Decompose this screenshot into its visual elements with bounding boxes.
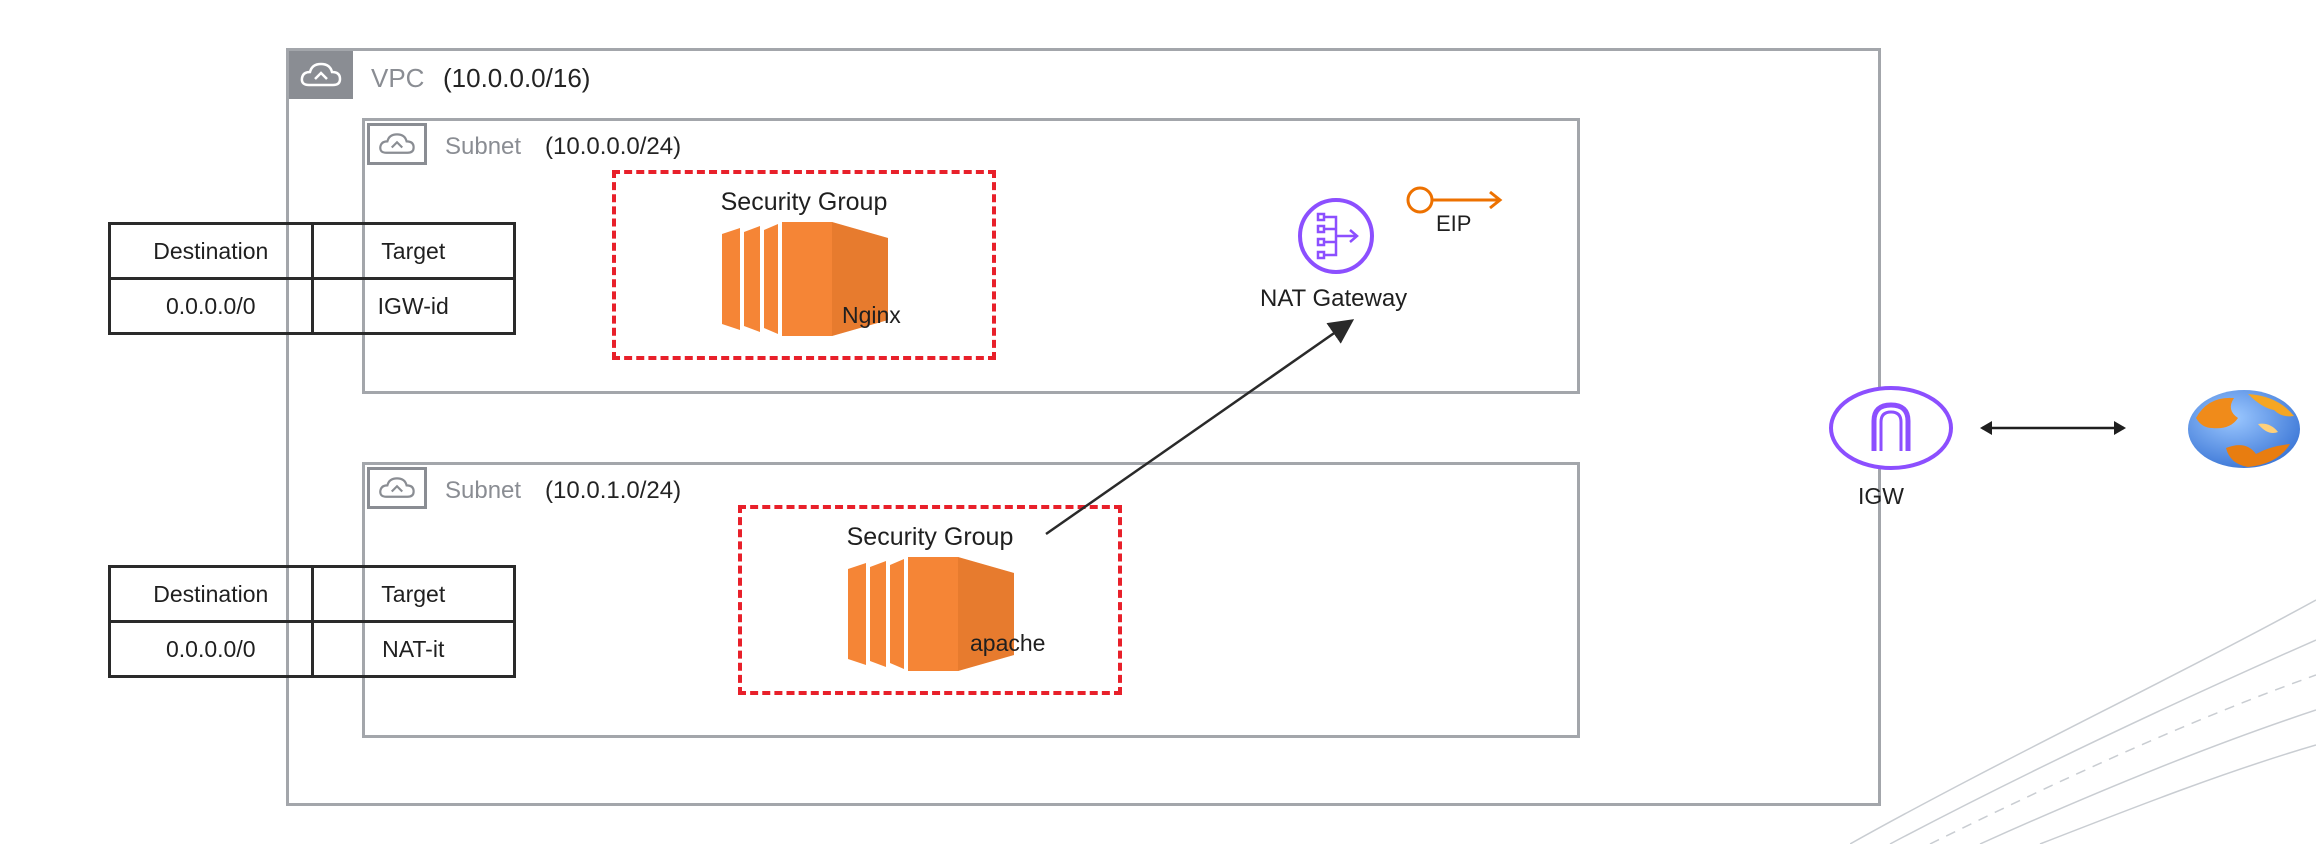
subnet-1-cidr: (10.0.0.0/24) — [545, 133, 682, 160]
decorative-curves — [1850, 599, 2316, 844]
route-table-2: Destination Target 0.0.0.0/0 NAT-it — [108, 565, 516, 678]
eip-label: EIP — [1436, 211, 1472, 236]
subnet-2-badge — [367, 467, 427, 509]
vpc-badge — [289, 51, 353, 99]
nginx-label: Nginx — [842, 302, 901, 328]
igw-label: IGW — [1858, 483, 1904, 509]
security-group-1-title: Security Group — [720, 188, 888, 216]
route-table-1-destination: 0.0.0.0/0 — [108, 277, 314, 335]
subnet-1-label: Subnet — [445, 133, 522, 160]
route-table-2-destination: 0.0.0.0/0 — [108, 620, 314, 678]
cloud-icon — [379, 133, 415, 154]
route-table-1-target: IGW-id — [310, 277, 516, 335]
nat-gateway-label: NAT Gateway — [1260, 285, 1408, 312]
vpc-label: VPC — [371, 63, 425, 93]
security-group-1: Security Group — [612, 170, 996, 360]
route-table-1-header-target: Target — [310, 222, 516, 280]
cloud-icon — [379, 477, 415, 498]
nat-gateway-icon — [1298, 198, 1374, 274]
route-table-1: Destination Target 0.0.0.0/0 IGW-id — [108, 222, 516, 335]
elastic-ip-icon — [1406, 186, 1503, 214]
ec2-instance-icon — [722, 222, 888, 336]
connector-arrow-to-nat — [1045, 319, 1355, 536]
connector-igw-internet — [1980, 421, 2126, 435]
vpc-cidr: (10.0.0.0/16) — [443, 63, 591, 93]
internet-gateway-icon — [1829, 386, 1953, 470]
subnet-2-label: Subnet — [445, 477, 522, 504]
subnet-1-badge — [367, 123, 427, 165]
route-table-1-header-destination: Destination — [108, 222, 314, 280]
route-table-2-header-destination: Destination — [108, 565, 314, 623]
route-table-2-header-target: Target — [310, 565, 516, 623]
security-group-2: Security Group — [738, 505, 1122, 695]
subnet-2-cidr: (10.0.1.0/24) — [545, 477, 682, 504]
security-group-2-title: Security Group — [846, 523, 1014, 551]
ec2-instance-icon — [848, 557, 1014, 671]
cloud-icon — [300, 62, 342, 87]
globe-icon — [2188, 390, 2300, 468]
apache-label: apache — [970, 630, 1046, 656]
route-table-2-target: NAT-it — [310, 620, 516, 678]
